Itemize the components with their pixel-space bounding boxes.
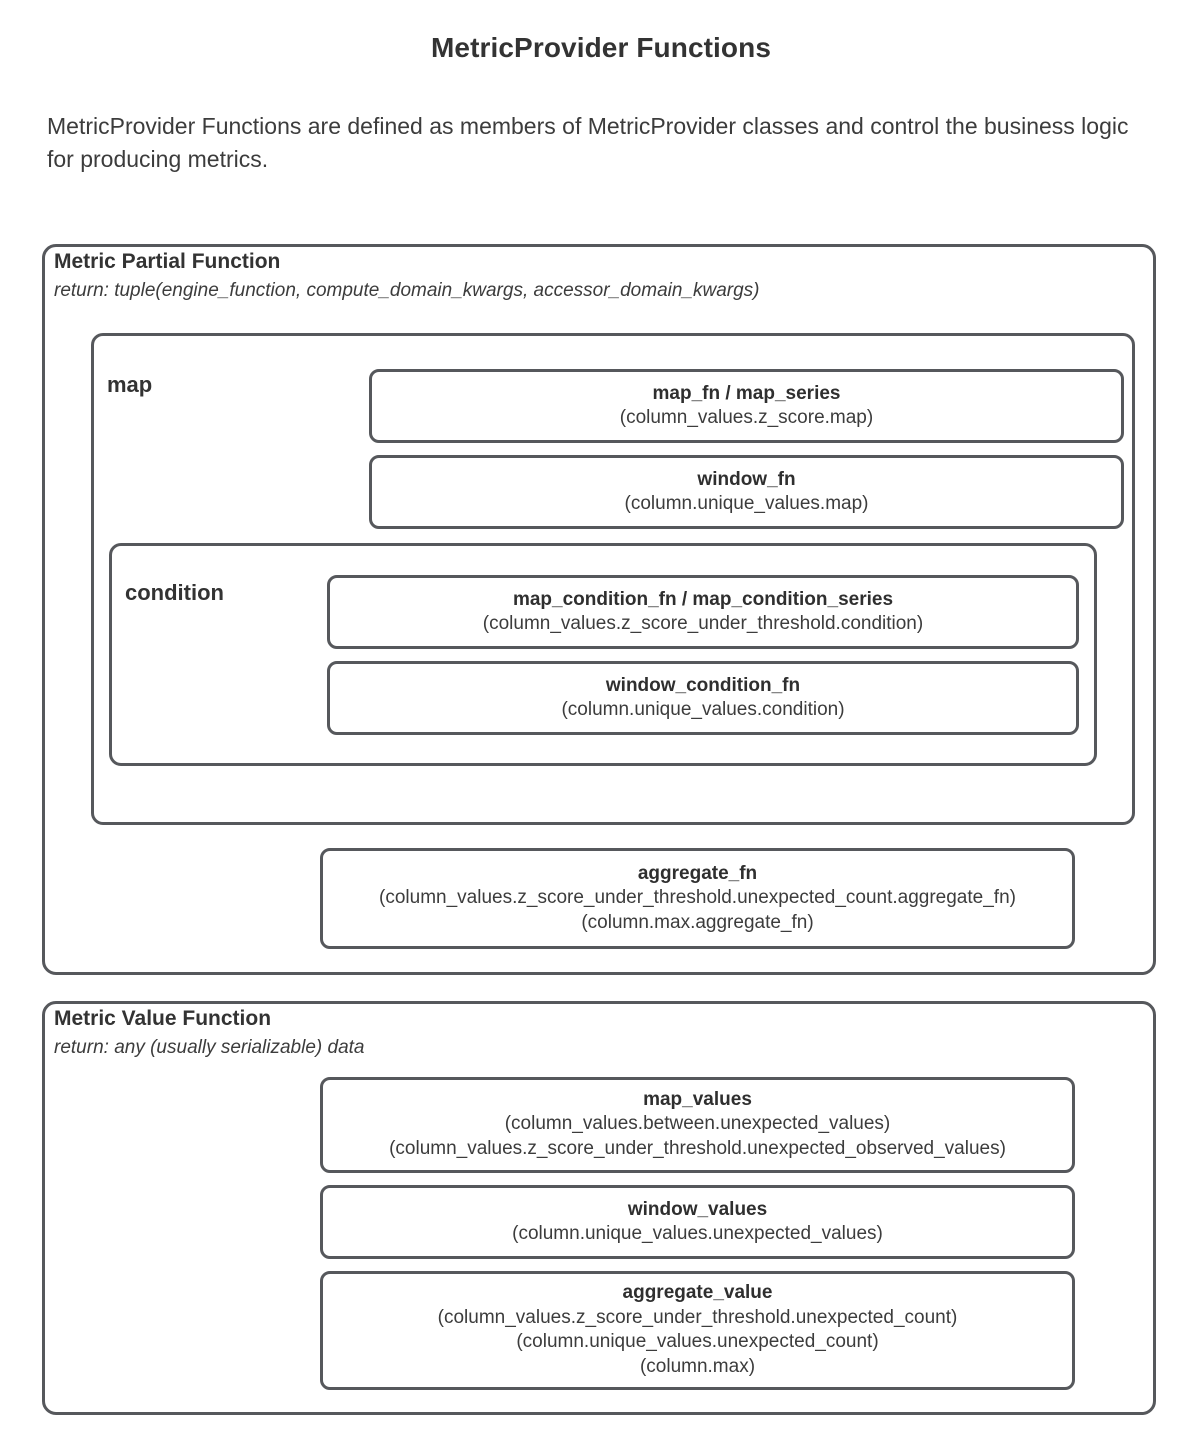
metric-partial-function-section: Metric Partial Function return: tuple(en… [42, 244, 1156, 975]
function-path: (column_values.z_score_under_threshold.u… [389, 1138, 1006, 1160]
function-path: (column_values.z_score_under_threshold.u… [437, 1306, 958, 1328]
function-path: (column.unique_values.unexpected_count) [516, 1331, 879, 1353]
function-path: (column.unique_values.condition) [561, 698, 845, 720]
function-name: map_fn / map_series [652, 382, 841, 404]
intro-description: MetricProvider Functions are defined as … [47, 113, 1129, 172]
function-box-map-fn[interactable]: map_fn / map_series (column_values.z_sco… [369, 369, 1124, 443]
function-box-map-values[interactable]: map_values (column_values.between.unexpe… [320, 1077, 1075, 1173]
function-path: (column.max) [639, 1356, 756, 1377]
function-path: (column_values.z_score_under_threshold.c… [482, 612, 924, 634]
function-box-aggregate-fn[interactable]: aggregate_fn (column_values.z_score_unde… [320, 848, 1075, 949]
function-box-aggregate-value[interactable]: aggregate_value (column_values.z_score_u… [320, 1271, 1075, 1390]
function-name: map_condition_fn / map_condition_series [512, 588, 894, 610]
function-box-window-condition-fn[interactable]: window_condition_fn (column.unique_value… [327, 661, 1079, 735]
function-name: window_fn [697, 468, 796, 490]
function-path: (column.unique_values.map) [624, 492, 869, 514]
function-path: (column_values.between.unexpected_values… [504, 1113, 891, 1135]
metric-value-function-section: Metric Value Function return: any (usual… [42, 1001, 1156, 1415]
function-path: (column.max.aggregate_fn) [581, 911, 814, 933]
function-name: map_values [643, 1089, 752, 1111]
function-path: (column_values.z_score_under_threshold.u… [379, 886, 1016, 908]
group-map: map map_fn / map_series (column_values.z… [91, 333, 1135, 825]
function-path: (column.unique_values.unexpected_values) [512, 1222, 883, 1244]
function-name: window_values [627, 1198, 768, 1220]
function-name: aggregate_fn [637, 862, 758, 884]
group-label-map: map [107, 372, 153, 397]
group-label-condition: condition [125, 580, 224, 605]
section-return-metric-value-function: return: any (usually serializable) data [54, 1037, 365, 1058]
function-path: (column_values.z_score.map) [619, 406, 874, 428]
page-title: MetricProvider Functions [430, 32, 771, 63]
function-box-window-fn[interactable]: window_fn (column.unique_values.map) [369, 455, 1124, 529]
group-condition: condition map_condition_fn / map_conditi… [109, 543, 1097, 766]
function-box-map-condition-fn[interactable]: map_condition_fn / map_condition_series … [327, 575, 1079, 649]
function-name: aggregate_value [622, 1282, 773, 1304]
section-title-metric-value-function: Metric Value Function [54, 1007, 272, 1030]
function-box-window-values[interactable]: window_values (column.unique_values.unex… [320, 1185, 1075, 1259]
function-name: window_condition_fn [605, 674, 801, 696]
section-title-metric-partial-function: Metric Partial Function [54, 250, 281, 273]
section-return-metric-partial-function: return: tuple(engine_function, compute_d… [54, 280, 760, 301]
